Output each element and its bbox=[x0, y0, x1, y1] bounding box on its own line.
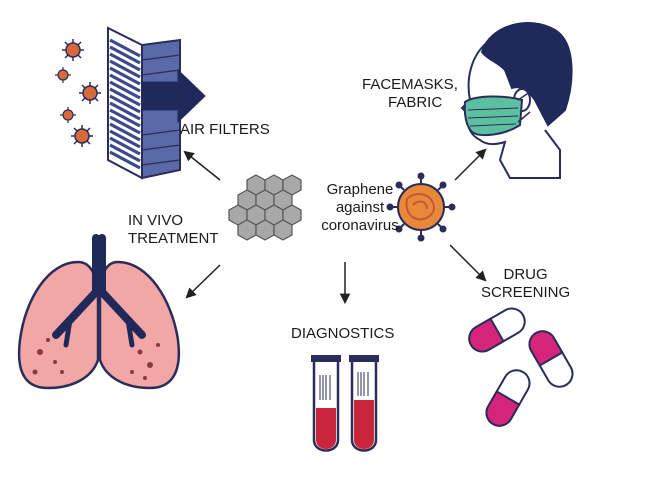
virus-particles bbox=[55, 39, 101, 147]
center-label-line1: Graphene bbox=[326, 181, 394, 198]
in-vivo-label-line1: IN VIVO bbox=[128, 212, 184, 229]
arrow-to-facemasks bbox=[454, 148, 487, 181]
test-tubes-icon bbox=[311, 355, 379, 452]
in-vivo-label-line2: TREATMENT bbox=[128, 230, 219, 247]
face-mask-icon bbox=[460, 22, 573, 179]
drug-screening-label: DRUG SCREENING bbox=[481, 266, 570, 302]
facemasks-label-line1: FACEMASKS, bbox=[362, 76, 458, 93]
facemasks-label: FACEMASKS, FABRIC bbox=[362, 76, 458, 112]
drug-screening-label-line1: DRUG bbox=[503, 266, 548, 283]
center-label-line3: coronavirus bbox=[321, 217, 399, 234]
air-filter-icon bbox=[107, 26, 206, 180]
pills-icon bbox=[468, 307, 574, 427]
coronavirus-icon bbox=[386, 172, 456, 242]
diagnostics-label: DIAGNOSTICS bbox=[291, 325, 395, 342]
drug-screening-label-line2: SCREENING bbox=[481, 284, 571, 301]
arrow-to-air-filters bbox=[183, 150, 221, 181]
facemasks-label-line2: FABRIC bbox=[388, 94, 443, 111]
center-label: Graphene against coronavirus bbox=[300, 181, 420, 235]
arrow-to-in-vivo bbox=[185, 264, 221, 299]
arrow-to-drug-screening bbox=[449, 244, 487, 282]
arrow-icon bbox=[183, 148, 487, 305]
in-vivo-label: IN VIVO TREATMENT bbox=[128, 212, 219, 248]
air-filters-label: AIR FILTERS bbox=[180, 121, 270, 138]
graphene-icon bbox=[228, 174, 302, 241]
lungs-icon bbox=[17, 234, 181, 390]
center-label-line2: against bbox=[335, 199, 385, 216]
